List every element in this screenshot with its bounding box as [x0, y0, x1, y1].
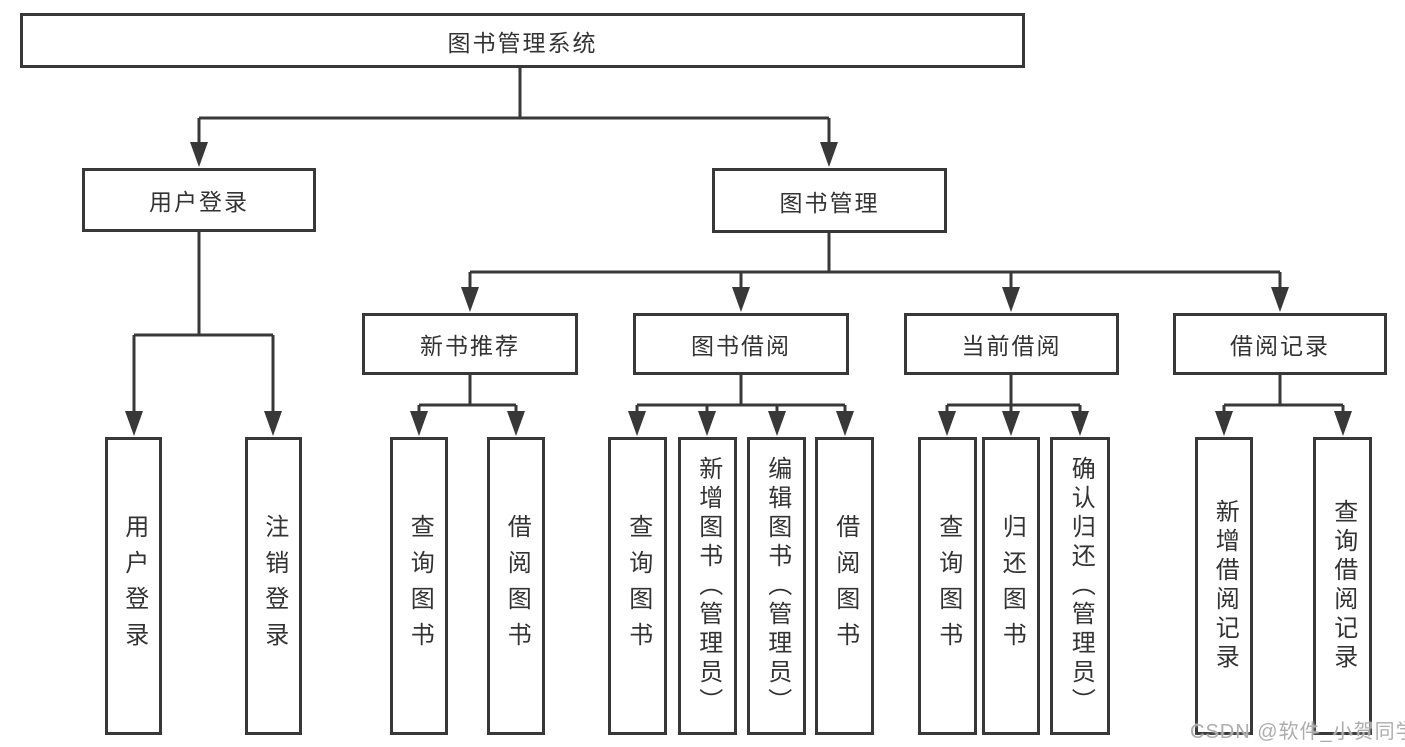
csdn-watermark: CSDN @软件_小贺同学 [1190, 721, 1405, 743]
leaf-label: 查询借阅记录 [1329, 499, 1357, 673]
node-label: 用户登录 [149, 189, 249, 215]
leaf-label: 查询图书 [934, 514, 962, 658]
leaf-query-borrow-record: 查询借阅记录 [1313, 437, 1372, 735]
leaf-return-books: 归还图书 [982, 437, 1040, 735]
node-label: 图书借阅 [691, 333, 791, 359]
leaf-label: 归还图书 [998, 514, 1026, 658]
leaf-label: 借阅图书 [503, 514, 531, 658]
leaf-label: 确认归还（管理员） [1067, 455, 1095, 717]
node-new-book-recommend: 新书推荐 [362, 313, 578, 375]
leaf-label: 新增图书（管理员） [694, 455, 722, 717]
leaf-confirm-return-admin: 确认归还（管理员） [1050, 437, 1110, 735]
leaf-label: 新增借阅记录 [1211, 499, 1239, 673]
node-borrow-records: 借阅记录 [1173, 313, 1387, 375]
node-book-management: 图书管理 [712, 168, 947, 233]
leaf-logout: 注销登录 [245, 437, 302, 735]
leaf-user-login: 用户登录 [105, 437, 162, 735]
leaf-add-book-admin: 新增图书（管理员） [678, 437, 737, 735]
leaf-query-books-recommend: 查询图书 [390, 437, 448, 735]
node-label: 当前借阅 [961, 333, 1062, 359]
leaf-label: 查询图书 [406, 514, 434, 658]
leaf-borrow-books: 借阅图书 [815, 437, 874, 735]
leaf-label: 查询图书 [624, 514, 652, 658]
leaf-add-borrow-record: 新增借阅记录 [1195, 437, 1253, 735]
leaf-query-books-current: 查询图书 [918, 437, 977, 735]
node-user-login: 用户登录 [82, 168, 316, 232]
leaf-edit-book-admin: 编辑图书（管理员） [747, 437, 806, 735]
leaf-borrow-books-recommend: 借阅图书 [487, 437, 545, 735]
leaf-label: 借阅图书 [831, 514, 859, 658]
node-current-borrow: 当前借阅 [904, 313, 1119, 375]
leaf-label: 用户登录 [120, 514, 148, 658]
leaf-label: 注销登录 [260, 514, 288, 658]
node-book-borrow: 图书借阅 [633, 313, 849, 375]
leaf-query-books-borrow: 查询图书 [608, 437, 667, 735]
node-label: 图书管理系统 [447, 29, 598, 56]
node-label: 图书管理 [779, 189, 880, 216]
node-label: 借阅记录 [1230, 333, 1330, 359]
node-label: 新书推荐 [420, 333, 520, 359]
node-library-management-system: 图书管理系统 [20, 13, 1025, 68]
leaf-label: 编辑图书（管理员） [763, 455, 791, 717]
